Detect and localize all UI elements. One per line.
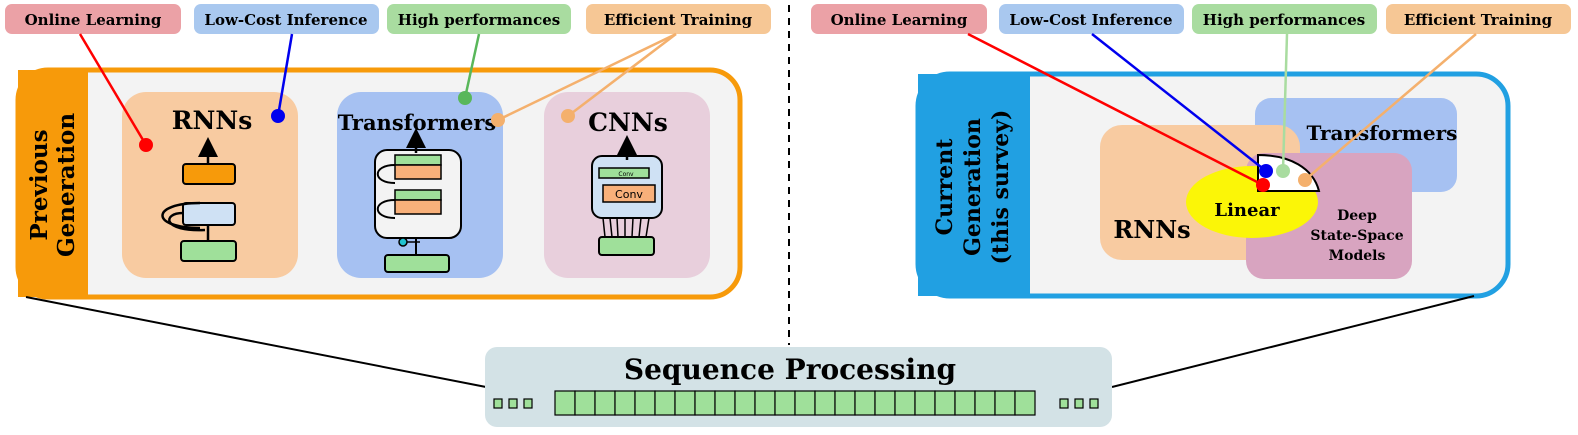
svg-text:Transformers: Transformers <box>338 110 496 135</box>
right-tag-high-performances: High performances <box>1192 4 1377 34</box>
svg-text:State-Space: State-Space <box>1310 228 1403 244</box>
svg-text:Online Learning: Online Learning <box>25 11 162 29</box>
transformers-card: Transformers <box>337 92 503 278</box>
left-ellipsis <box>493 398 533 409</box>
token-cell <box>794 390 816 416</box>
sequence-processing-panel: Sequence Processing <box>485 347 1112 427</box>
svg-text:Generation: Generation <box>53 113 80 257</box>
token-cell <box>934 390 956 416</box>
left-tag-high-performances: High performances <box>387 4 571 34</box>
token-cell <box>694 390 716 416</box>
token-cell <box>874 390 896 416</box>
svg-text:Transformers: Transformers <box>1307 121 1458 145</box>
svg-text:Low-Cost Inference: Low-Cost Inference <box>204 11 367 29</box>
svg-text:(this survey): (this survey) <box>988 110 1014 265</box>
svg-text:Sequence Processing: Sequence Processing <box>624 353 956 386</box>
right-connectors <box>967 32 1477 192</box>
svg-text:Low-Cost Inference: Low-Cost Inference <box>1009 11 1172 29</box>
right-tag-efficient-training: Efficient Training <box>1386 4 1571 34</box>
svg-text:RNNs: RNNs <box>172 106 253 135</box>
svg-text:CNNs: CNNs <box>588 108 668 137</box>
token-cell <box>554 390 576 416</box>
token-cell <box>634 390 656 416</box>
token-cell <box>894 390 916 416</box>
token-sequence <box>554 390 1036 416</box>
token-cell <box>614 390 636 416</box>
right-tag-online-learning: Online Learning <box>811 4 987 34</box>
svg-text:Previous: Previous <box>26 129 53 240</box>
token-cell <box>594 390 616 416</box>
left-tag-online-learning: Online Learning <box>5 4 181 34</box>
svg-text:Models: Models <box>1329 248 1386 264</box>
svg-text:Efficient Training: Efficient Training <box>604 11 753 29</box>
left-tag-low-cost-inference: Low-Cost Inference <box>194 4 379 34</box>
left-connectors <box>78 32 677 152</box>
token-cell <box>774 390 796 416</box>
svg-text:Efficient Training: Efficient Training <box>1404 11 1553 29</box>
token-cell <box>674 390 696 416</box>
svg-text:Conv: Conv <box>615 188 643 201</box>
svg-text:Conv: Conv <box>618 171 634 178</box>
svg-text:RNNs: RNNs <box>1113 215 1190 244</box>
previous-generation-label: Previous Generation <box>26 113 80 257</box>
svg-text:Deep: Deep <box>1337 208 1377 224</box>
svg-text:Generation: Generation <box>960 118 986 256</box>
current-generation-label: Current Generation (this survey) <box>932 110 1014 265</box>
token-cell <box>994 390 1016 416</box>
svg-text:High performances: High performances <box>1203 11 1365 29</box>
token-cell <box>1014 390 1036 416</box>
funnel-lines <box>25 295 1475 388</box>
token-cell <box>654 390 676 416</box>
rnn-card: RNNs <box>122 92 298 278</box>
token-cell <box>954 390 976 416</box>
token-cell <box>574 390 596 416</box>
right-ellipsis <box>1059 398 1099 409</box>
token-cell <box>814 390 836 416</box>
left-tag-efficient-training: Efficient Training <box>586 4 771 34</box>
token-cell <box>974 390 996 416</box>
token-cell <box>834 390 856 416</box>
token-cell <box>754 390 776 416</box>
svg-text:Online Learning: Online Learning <box>831 11 968 29</box>
token-cell <box>854 390 876 416</box>
svg-text:Linear: Linear <box>1214 200 1280 221</box>
svg-text:High performances: High performances <box>398 11 560 29</box>
token-cell <box>914 390 936 416</box>
svg-text:Current: Current <box>932 138 958 236</box>
cnn-card: CNNs Conv Conv <box>544 92 710 278</box>
token-cell <box>714 390 736 416</box>
right-tag-low-cost-inference: Low-Cost Inference <box>999 4 1184 34</box>
token-cell <box>734 390 756 416</box>
